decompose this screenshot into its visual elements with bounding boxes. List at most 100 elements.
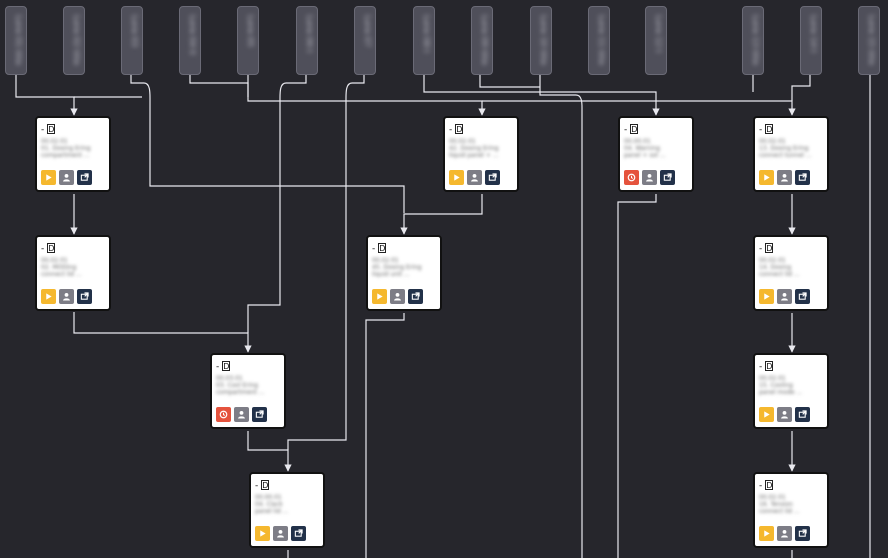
swimlane-header-14[interactable]: Lane 14 t	[800, 6, 822, 75]
play-button[interactable]	[759, 170, 774, 185]
card-actions	[759, 170, 810, 185]
swimlane-header-15[interactable]: Lane 15 title	[858, 6, 880, 75]
collapse-dash[interactable]: -	[759, 481, 763, 491]
connector-edge-18	[247, 75, 307, 333]
swimlane-label: Lane 05	[246, 15, 255, 48]
open-window-button[interactable]	[291, 526, 306, 541]
card-actions	[449, 170, 500, 185]
swimlane-header-10[interactable]: Lane 10 title long	[530, 6, 552, 75]
play-button[interactable]	[255, 526, 270, 541]
play-button[interactable]	[449, 170, 464, 185]
open-window-button[interactable]	[660, 170, 675, 185]
play-button[interactable]	[372, 289, 387, 304]
card-text-line: 00.02.01	[759, 375, 786, 382]
card-header: -D	[41, 243, 56, 254]
open-window-button[interactable]	[795, 526, 810, 541]
person-icon	[394, 292, 401, 301]
assign-person-button[interactable]	[777, 526, 792, 541]
collapse-dash[interactable]: -	[624, 125, 628, 135]
swimlane-header-2[interactable]: Lane 02 title	[63, 6, 85, 75]
card-header: -D	[624, 124, 639, 135]
assign-person-button[interactable]	[777, 170, 792, 185]
connector-edge-24	[791, 75, 811, 101]
open-window-button[interactable]	[795, 170, 810, 185]
swimlane-header-5[interactable]: Lane 05	[237, 6, 259, 75]
collapse-dash[interactable]: -	[216, 362, 220, 372]
play-button[interactable]	[759, 407, 774, 422]
collapse-dash[interactable]: -	[759, 362, 763, 372]
play-button[interactable]	[759, 526, 774, 541]
play-button[interactable]	[41, 170, 56, 185]
open-window-button[interactable]	[252, 407, 267, 422]
alarm-button[interactable]	[624, 170, 639, 185]
collapse-dash[interactable]: -	[759, 244, 763, 254]
open-window-icon	[80, 173, 89, 181]
swimlane-header-8[interactable]: Lane 08 t	[413, 6, 435, 75]
document-icon: D	[378, 243, 387, 253]
collapse-dash[interactable]: -	[449, 125, 453, 135]
collapse-dash[interactable]: -	[41, 244, 45, 254]
swimlane-label: Lane 03	[130, 15, 139, 48]
swimlane-header-7[interactable]: Lane 07	[354, 6, 376, 75]
card-text-line: 04. Warning	[624, 145, 661, 152]
assign-person-button[interactable]	[59, 170, 74, 185]
swimlane-header-1[interactable]: Lane 01 title	[5, 6, 27, 75]
assign-person-button[interactable]	[777, 407, 792, 422]
play-button[interactable]	[759, 289, 774, 304]
swimlane-label: Lane 14 t	[809, 15, 818, 53]
collapse-dash[interactable]: -	[372, 244, 376, 254]
swimlane-label: Lane 12 t	[654, 15, 663, 53]
swimlane-header-3[interactable]: Lane 03	[121, 6, 143, 75]
assign-person-button[interactable]	[642, 170, 657, 185]
alarm-button[interactable]	[216, 407, 231, 422]
assign-person-button[interactable]	[467, 170, 482, 185]
open-window-button[interactable]	[485, 170, 500, 185]
open-window-button[interactable]	[408, 289, 423, 304]
assign-person-button[interactable]	[59, 289, 74, 304]
alarm-clock-icon	[627, 173, 636, 182]
card-text-line: 00.02.01	[41, 257, 68, 264]
assign-person-button[interactable]	[234, 407, 249, 422]
card-text-line: 00.00.01	[624, 138, 651, 145]
open-window-icon	[798, 410, 807, 418]
swimlane-header-4[interactable]: Lane 04 tl	[179, 6, 201, 75]
open-window-button[interactable]	[795, 407, 810, 422]
swimlane-header-13[interactable]: Lane 13 title	[742, 6, 764, 75]
open-window-button[interactable]	[795, 289, 810, 304]
swimlane-header-9[interactable]: Lane 09 title long	[471, 6, 493, 75]
play-button[interactable]	[41, 289, 56, 304]
document-icon: D	[765, 361, 774, 371]
swimlane-header-11[interactable]: Lane 11 title long	[588, 6, 610, 75]
card-actions	[41, 289, 92, 304]
swimlane-header-6[interactable]: Lane 06 t	[296, 6, 318, 75]
open-window-button[interactable]	[77, 289, 92, 304]
collapse-dash[interactable]: -	[41, 125, 45, 135]
open-window-button[interactable]	[77, 170, 92, 185]
swimlane-header-12[interactable]: Lane 12 t	[645, 6, 667, 75]
collapse-dash[interactable]: -	[759, 125, 763, 135]
assign-person-button[interactable]	[777, 289, 792, 304]
assign-person-button[interactable]	[390, 289, 405, 304]
card-header: -D	[216, 361, 231, 372]
play-icon	[764, 411, 770, 418]
assign-person-button[interactable]	[273, 526, 288, 541]
open-window-icon	[798, 173, 807, 181]
person-icon	[781, 529, 788, 538]
collapse-dash[interactable]: -	[255, 481, 259, 491]
card-text-line: 45. Dosing Ering	[372, 264, 422, 271]
